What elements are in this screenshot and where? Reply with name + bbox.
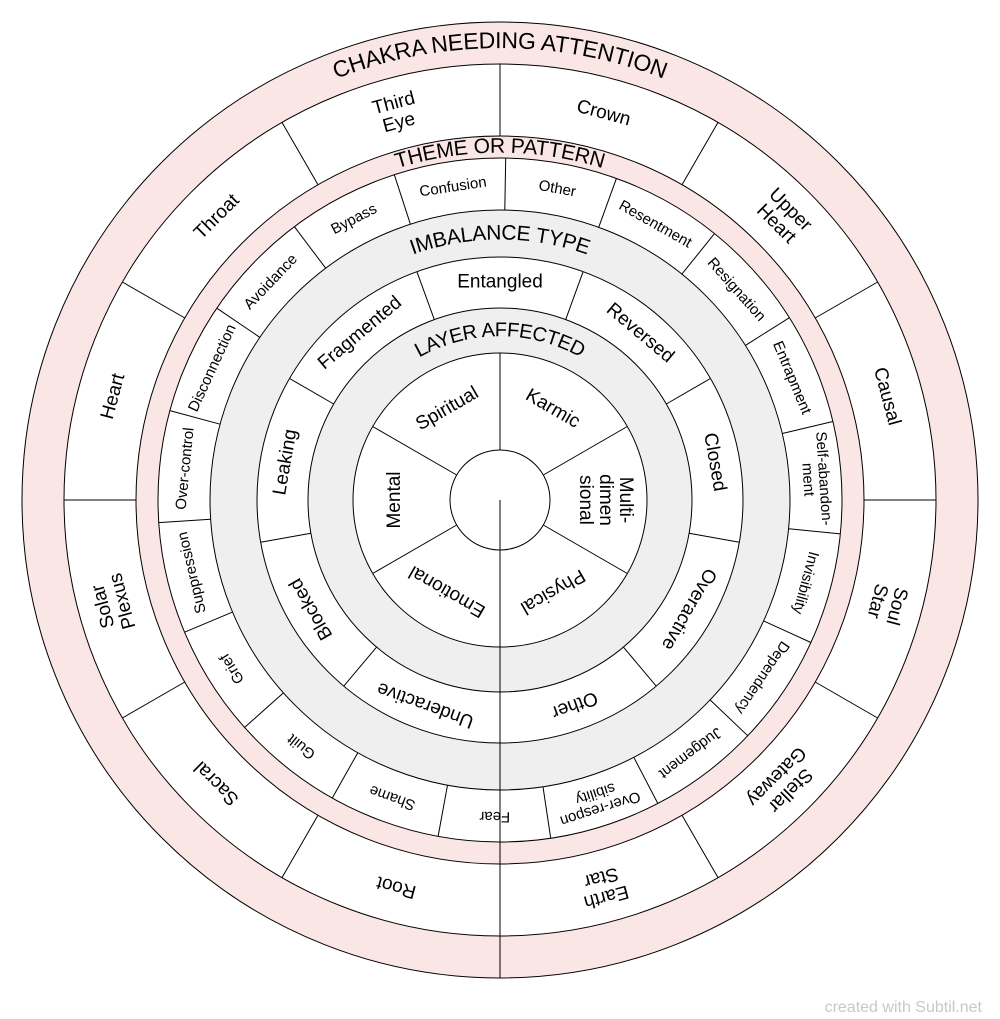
theme-segment-label: Self-abandon-ment bbox=[796, 431, 835, 527]
theme-divider bbox=[437, 785, 448, 837]
theme-divider bbox=[681, 233, 715, 275]
layer-divider bbox=[543, 524, 628, 574]
theme-divider bbox=[169, 410, 221, 425]
chakra-divider bbox=[281, 122, 319, 186]
layer-divider bbox=[372, 524, 457, 574]
theme-divider bbox=[745, 317, 790, 346]
theme-divider bbox=[763, 620, 812, 643]
chakra-divider bbox=[681, 814, 719, 878]
imbalance-divider bbox=[343, 646, 377, 687]
imbalance-divider bbox=[666, 378, 711, 405]
theme-divider bbox=[542, 786, 552, 839]
chakra-divider bbox=[122, 681, 186, 719]
segment-dividers bbox=[64, 64, 936, 978]
chakra-divider bbox=[122, 281, 186, 319]
imbalance-divider bbox=[260, 532, 311, 543]
chakra-divider bbox=[814, 681, 878, 719]
theme-divider bbox=[633, 757, 659, 804]
theme-segment-label: Other bbox=[537, 177, 577, 201]
theme-divider bbox=[294, 226, 327, 269]
layer-segment-label: Multi-dimensional bbox=[575, 474, 636, 526]
layer-divider bbox=[372, 426, 457, 476]
theme-divider bbox=[158, 518, 211, 524]
chakra-divider bbox=[814, 281, 878, 319]
chakra-divider bbox=[281, 814, 319, 878]
theme-divider bbox=[782, 421, 834, 434]
imbalance-divider bbox=[623, 646, 657, 687]
layer-divider bbox=[543, 426, 628, 476]
imbalance-divider bbox=[565, 271, 584, 320]
credit-footer: created with Subtil.net bbox=[824, 999, 982, 1016]
theme-divider bbox=[216, 307, 261, 338]
imbalance-divider bbox=[689, 532, 740, 543]
chakra-divider bbox=[681, 122, 719, 186]
imbalance-divider bbox=[289, 378, 334, 405]
chakra-segment-label: SoulStar bbox=[862, 580, 911, 627]
theme-segment-label: Fear bbox=[479, 808, 510, 826]
theme-divider bbox=[244, 692, 284, 728]
theme-divider bbox=[709, 699, 749, 737]
imbalance-segment-label: Entangled bbox=[457, 272, 543, 293]
theme-divider bbox=[184, 611, 233, 633]
layer-segment-label: Mental bbox=[384, 471, 405, 528]
theme-divider bbox=[788, 528, 841, 535]
theme-divider bbox=[393, 174, 411, 225]
chakra-segment-label: ThirdEye bbox=[370, 88, 422, 139]
theme-divider bbox=[598, 178, 617, 228]
theme-divider bbox=[504, 157, 507, 211]
theme-divider bbox=[331, 752, 359, 799]
imbalance-divider bbox=[416, 271, 435, 320]
